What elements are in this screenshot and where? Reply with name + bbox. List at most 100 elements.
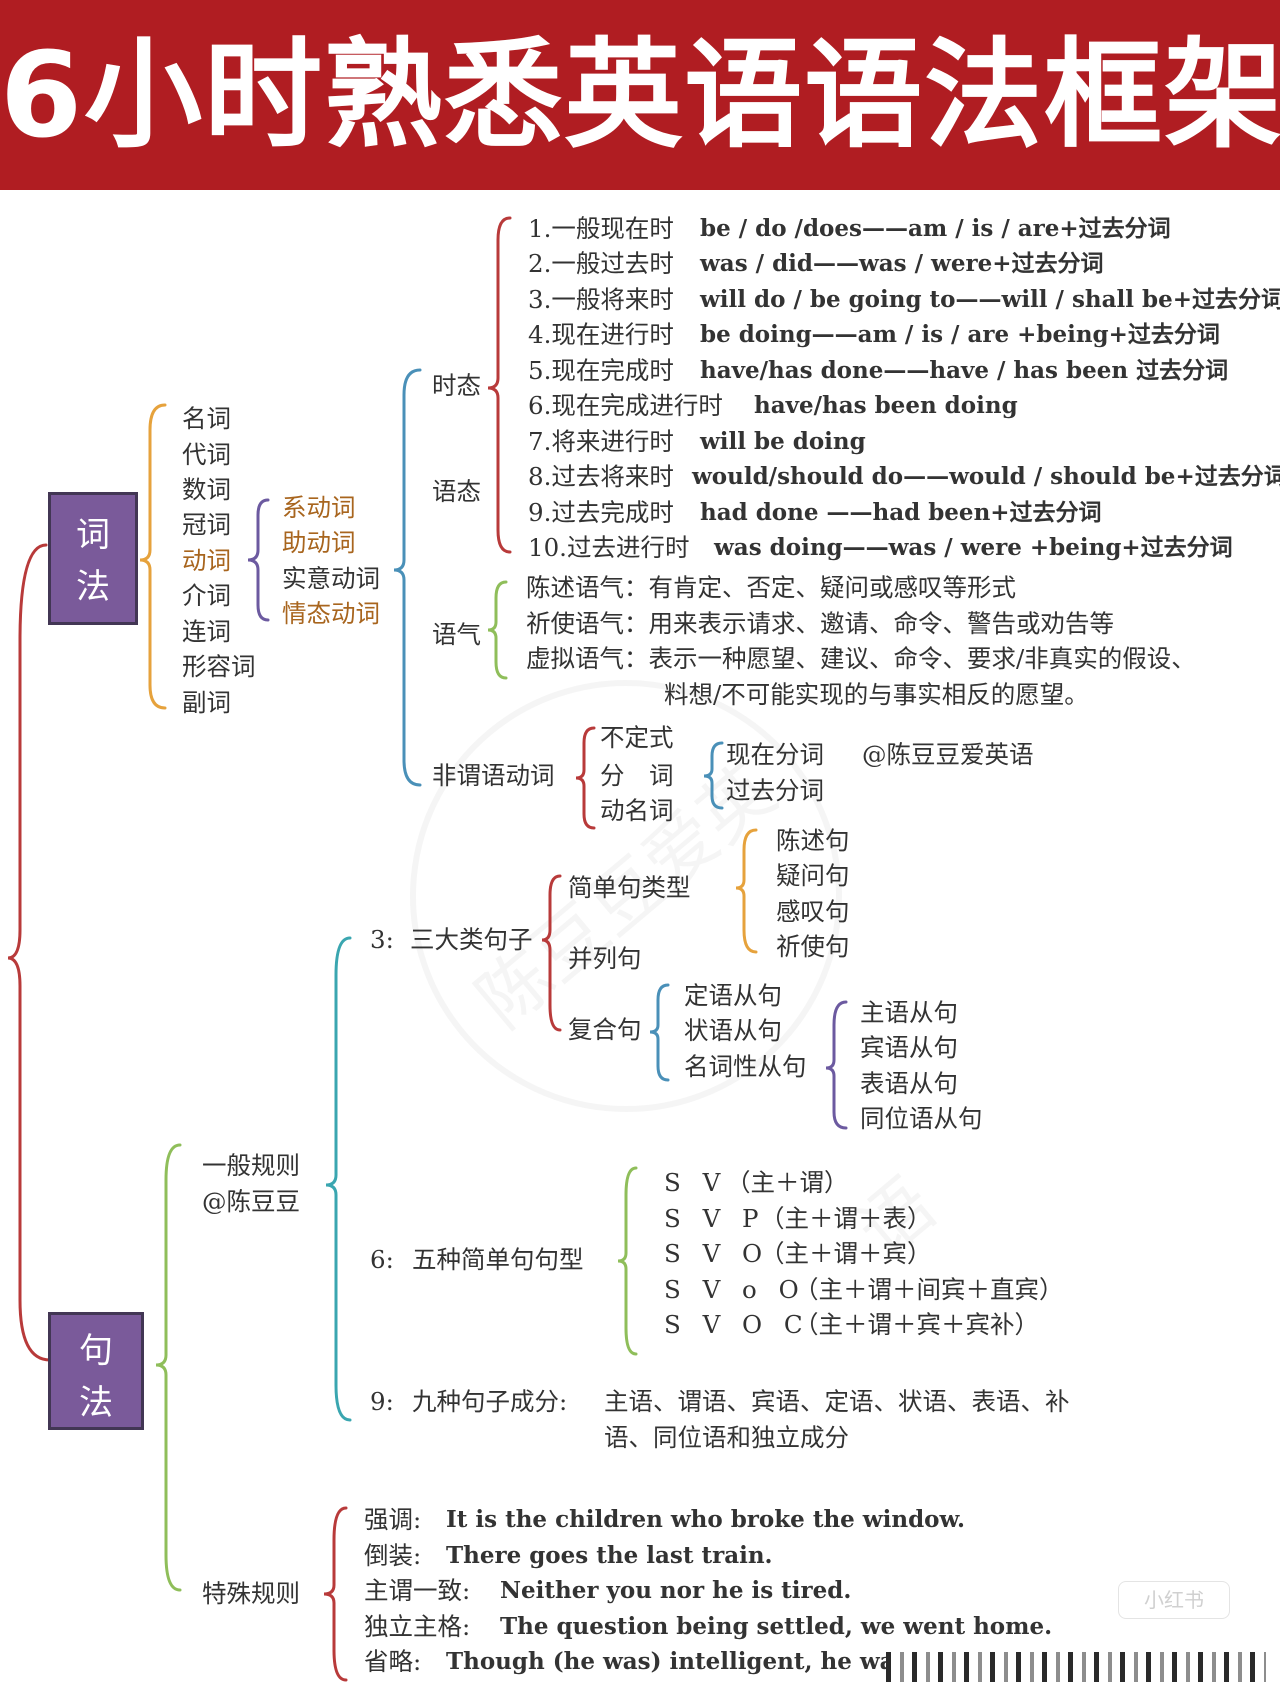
pattern-gloss: （主＋谓＋宾） — [760, 1239, 932, 1268]
pattern-gloss: （主＋谓＋表） — [760, 1204, 932, 1233]
mood-line: 虚拟语气：表示一种愿望、建议、命令、要求/非真实的假设、 — [526, 644, 1196, 673]
patterns-label: 五种简单句句型 — [412, 1245, 584, 1274]
pos-item: 介词 — [182, 581, 231, 610]
tense-brace — [487, 216, 512, 554]
general-rules-label: 一般规则 — [202, 1151, 300, 1180]
tense-forms: had done ——had been+过去分词 — [700, 499, 1102, 526]
special-rule-example: It is the children who broke the window. — [446, 1506, 965, 1533]
pattern-code: S V o O — [664, 1275, 799, 1304]
nonfinite-brace — [575, 726, 596, 830]
jufa-box: 句 法 — [48, 1312, 144, 1430]
simple-type-item: 陈述句 — [776, 826, 850, 855]
credit-text: @陈豆豆爱英语 — [862, 740, 1034, 769]
branch-nonfinite: 非谓语动词 — [432, 761, 555, 790]
general-rules-brace — [325, 936, 352, 1422]
participle-item: 过去分词 — [726, 776, 824, 805]
patterns-brace — [617, 1166, 638, 1356]
tense-forms: will do / be going to——will / shall be+过… — [700, 286, 1280, 313]
pattern-gloss: （主＋谓） — [726, 1168, 849, 1197]
pos-item: 冠词 — [182, 510, 231, 539]
special-rule-name: 强调: — [364, 1505, 422, 1534]
tense-forms: would/should do——would / should be+过去分词 — [692, 463, 1280, 490]
verb-type-item: 情态动词 — [282, 599, 380, 628]
components-line: 语、同位语和独立成分 — [604, 1423, 849, 1452]
simple-types-label: 简单句类型 — [568, 873, 691, 902]
complex-sentence: 复合句 — [568, 1015, 642, 1044]
pos-item: 代词 — [182, 440, 231, 469]
pattern-code: S V O C — [664, 1310, 803, 1339]
tense-forms: was / did——was / were+过去分词 — [700, 250, 1104, 277]
tense-name: 4.现在进行时 — [528, 320, 674, 349]
components-label: 九种句子成分: — [412, 1387, 568, 1416]
special-rule-name: 倒装: — [364, 1541, 422, 1570]
branch-voice: 语态 — [432, 477, 481, 506]
clause-brace — [649, 983, 670, 1082]
rules-brace — [155, 1143, 182, 1592]
tense-forms: have/has done——have / has been 过去分词 — [700, 357, 1229, 384]
compound-sentence: 并列句 — [568, 944, 642, 973]
clause-item: 状语从句 — [684, 1016, 782, 1045]
pattern-code: S V — [664, 1168, 721, 1197]
special-rules-label: 特殊规则 — [202, 1579, 300, 1608]
pos-item: 名词 — [182, 404, 231, 433]
pos-item-verb: 动词 — [182, 546, 231, 575]
noun-clause-item: 宾语从句 — [860, 1033, 958, 1062]
tense-forms: was doing——was / were +being+过去分词 — [714, 534, 1233, 561]
tense-name: 8.过去将来时 — [528, 462, 674, 491]
components-line: 主语、谓语、宾语、定语、状语、表语、补 — [604, 1387, 1070, 1416]
cifa-label-1: 词 — [76, 515, 110, 555]
tense-name: 7.将来进行时 — [528, 427, 674, 456]
special-rules-brace — [323, 1506, 348, 1682]
tense-forms: will be doing — [700, 428, 866, 455]
clause-item: 名词性从句 — [684, 1052, 807, 1081]
tense-name: 2.一般过去时 — [528, 249, 674, 278]
simple-types-brace — [735, 828, 758, 954]
three-types-brace — [541, 874, 562, 1032]
clause-item: 定语从句 — [684, 981, 782, 1010]
noun-clause-item: 同位语从句 — [860, 1104, 983, 1133]
tense-forms: be doing——am / is / are +being+过去分词 — [700, 321, 1220, 348]
tense-name: 6.现在完成进行时 — [528, 391, 723, 420]
verb-branch-brace — [393, 368, 422, 787]
pos-brace — [139, 403, 167, 710]
nonfinite-item: 不定式 — [600, 723, 674, 752]
special-rule-example: There goes the last train. — [446, 1542, 773, 1569]
verb-type-item: 系动词 — [282, 493, 356, 522]
tense-name: 9.过去完成时 — [528, 498, 674, 527]
pos-item: 副词 — [182, 688, 231, 717]
pos-item: 形容词 — [182, 652, 256, 681]
simple-type-item: 疑问句 — [776, 861, 850, 890]
jufa-label-1: 句 — [79, 1331, 113, 1371]
pattern-code: S V O — [664, 1239, 763, 1268]
patterns-num: 6: — [370, 1245, 394, 1274]
xiaohongshu-stamp: 小红书 — [1118, 1581, 1230, 1619]
mood-line: 祈使语气：用来表示请求、邀请、命令、警告或劝告等 — [526, 609, 1114, 638]
special-rule-example: Neither you nor he is tired. — [500, 1577, 852, 1604]
special-rule-name: 省略: — [364, 1647, 422, 1676]
verb-type-item: 助动词 — [282, 528, 356, 557]
title-banner — [0, 0, 1280, 190]
general-rules-credit: @陈豆豆 — [202, 1187, 300, 1216]
simple-type-item: 感叹句 — [776, 897, 850, 926]
three-types-num: 3: — [370, 925, 394, 954]
nonfinite-item: 动名词 — [600, 796, 674, 825]
special-rule-name: 独立主格: — [364, 1612, 471, 1641]
page-title: 6小时熟悉英语语法框架 — [0, 26, 1280, 164]
branch-mood: 语气 — [432, 620, 481, 649]
pattern-gloss: （主＋谓＋宾＋宾补） — [794, 1310, 1039, 1339]
simple-type-item: 祈使句 — [776, 932, 850, 961]
root-brace — [7, 543, 52, 1362]
cifa-label-2: 法 — [76, 567, 110, 607]
verb-type-item: 实意动词 — [282, 564, 380, 593]
pattern-gloss: （主＋谓＋间宾＋直宾） — [794, 1275, 1064, 1304]
image-artifact — [886, 1652, 1266, 1682]
mood-line: 料想/不可能实现的与事实相反的愿望。 — [664, 680, 1089, 709]
verb-type-brace — [247, 498, 270, 622]
pattern-code: S V P — [664, 1204, 759, 1233]
components-num: 9: — [370, 1387, 394, 1416]
tense-name: 10.过去进行时 — [528, 533, 690, 562]
three-types-label: 三大类句子 — [410, 925, 533, 954]
pos-item: 连词 — [182, 617, 231, 646]
noun-clause-item: 主语从句 — [860, 998, 958, 1027]
pos-item: 数词 — [182, 475, 231, 504]
